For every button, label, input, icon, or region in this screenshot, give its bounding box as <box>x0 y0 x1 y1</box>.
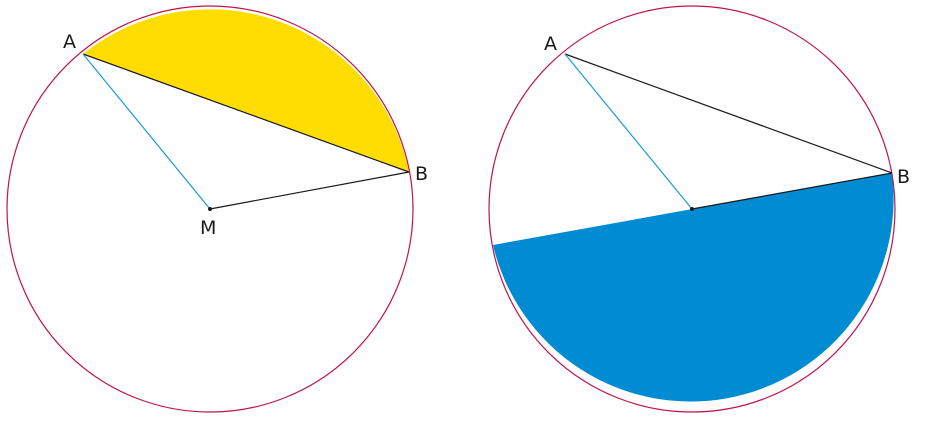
right-figure: A B <box>488 5 910 413</box>
right-radius-mb <box>691 172 893 210</box>
left-figure: A B M <box>6 5 428 413</box>
right-label-a: A <box>544 33 557 55</box>
left-radius-mb <box>209 171 410 210</box>
left-center-point <box>208 207 212 211</box>
right-radius-ma <box>564 53 693 210</box>
left-chord-ab <box>82 53 410 173</box>
right-chord-ab <box>564 53 893 174</box>
left-label-b: B <box>415 163 428 185</box>
left-label-a: A <box>63 31 76 53</box>
left-minor-segment <box>83 9 409 172</box>
right-major-segment <box>493 173 894 402</box>
left-label-center: M <box>200 217 216 239</box>
left-circle <box>6 5 414 413</box>
right-circle <box>488 5 896 413</box>
right-center-point <box>690 207 694 211</box>
left-radius-ma <box>82 53 211 210</box>
right-label-b: B <box>897 166 910 188</box>
